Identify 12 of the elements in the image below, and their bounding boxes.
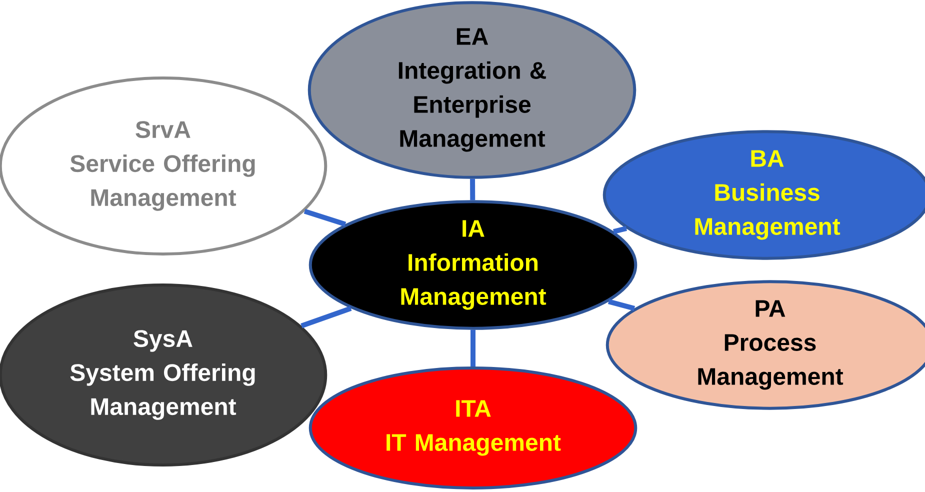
connector-line — [470, 178, 476, 200]
connector-line — [608, 299, 636, 311]
connector-line — [470, 330, 476, 366]
ellipse-node: BA Business Management — [602, 130, 925, 260]
ellipse-node: SysA System Offering Management — [0, 284, 328, 466]
connector-line — [300, 306, 352, 328]
ellipse-node: EA Integration & Enterprise Management — [308, 1, 636, 179]
ellipse-node: IA Information Management — [308, 200, 638, 330]
connector-line — [613, 226, 628, 234]
ellipse-node: PA Process Management — [606, 280, 925, 410]
connector-line — [304, 208, 346, 227]
ellipse-node: ITA IT Management — [308, 366, 638, 490]
